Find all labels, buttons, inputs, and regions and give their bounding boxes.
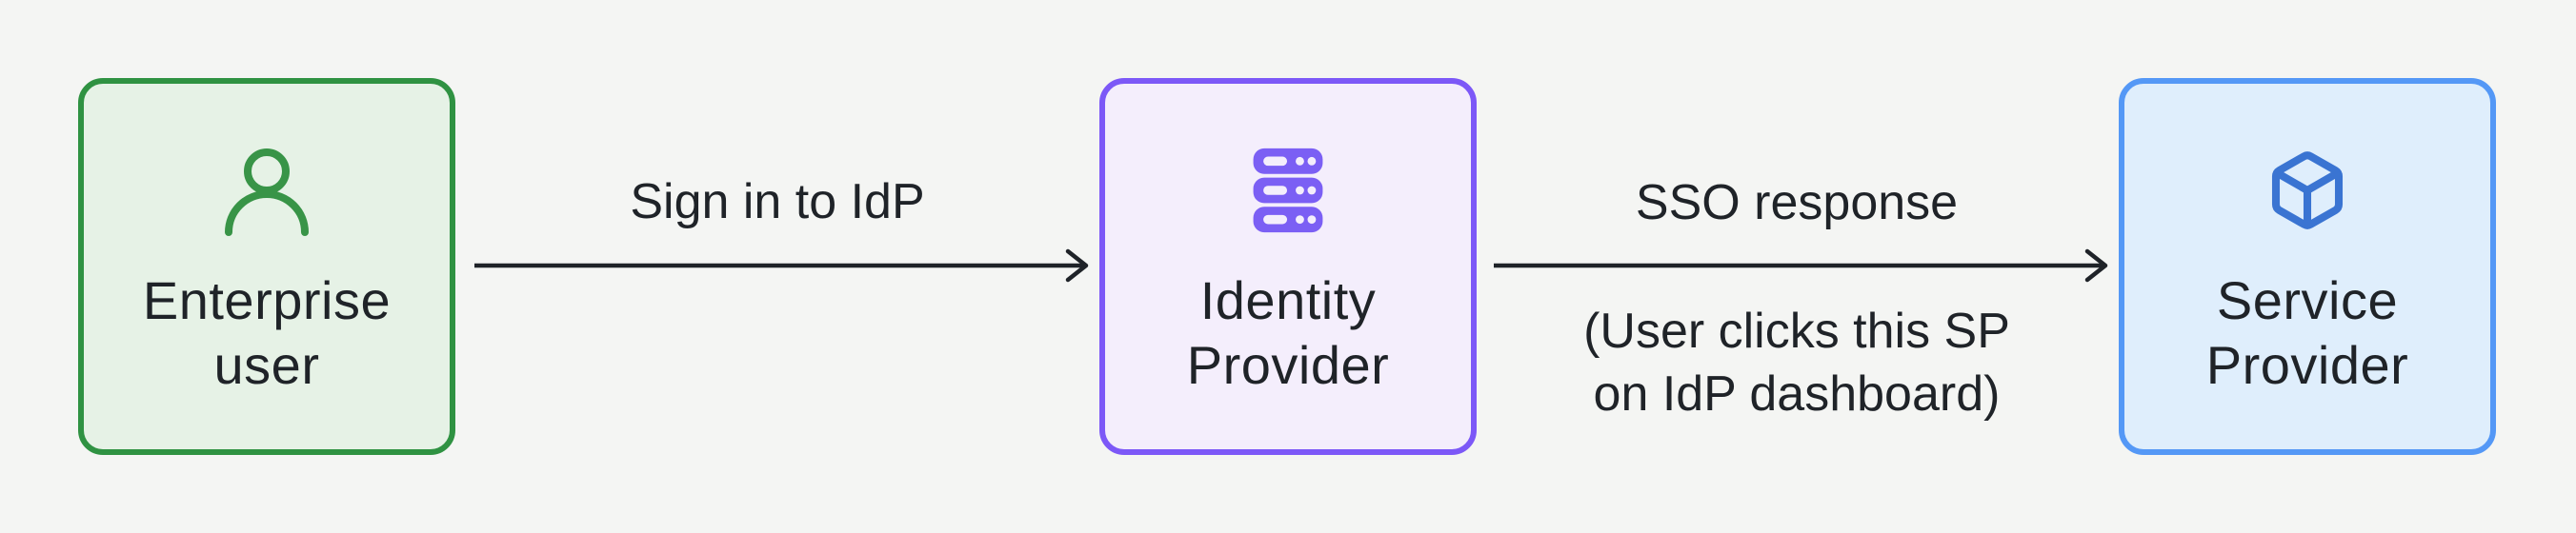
node-label-line: Provider bbox=[1186, 335, 1390, 395]
node-label-line: user bbox=[213, 335, 320, 395]
node-label-line: Service bbox=[2216, 270, 2399, 330]
edge-sublabel-sso-response: (User clicks this SP on IdP dashboard) bbox=[1583, 300, 2010, 425]
node-label-enterprise-user: Enterprise user bbox=[84, 268, 450, 398]
node-enterprise-user: Enterprise user bbox=[78, 78, 455, 455]
arrow-sso-response bbox=[1494, 248, 2108, 283]
edge-label-sign-in-to-idp: Sign in to IdP bbox=[630, 174, 925, 229]
arrow-sign-in-to-idp bbox=[474, 248, 1089, 283]
node-service-provider: Service Provider bbox=[2119, 78, 2496, 455]
node-label-identity-provider: Identity Provider bbox=[1105, 268, 1471, 398]
node-label-line: Enterprise bbox=[142, 270, 392, 330]
cube-icon bbox=[2124, 145, 2490, 236]
user-icon bbox=[84, 145, 450, 236]
node-label-service-provider: Service Provider bbox=[2124, 268, 2490, 398]
edge-sublabel-line: on IdP dashboard) bbox=[1593, 366, 2001, 422]
edge-label-sso-response: SSO response bbox=[1635, 175, 1959, 230]
node-label-line: Identity bbox=[1199, 270, 1377, 330]
node-identity-provider: Identity Provider bbox=[1099, 78, 1477, 455]
node-label-line: Provider bbox=[2205, 335, 2409, 395]
server-icon bbox=[1105, 145, 1471, 236]
edge-sublabel-line: (User clicks this SP bbox=[1583, 304, 2010, 359]
